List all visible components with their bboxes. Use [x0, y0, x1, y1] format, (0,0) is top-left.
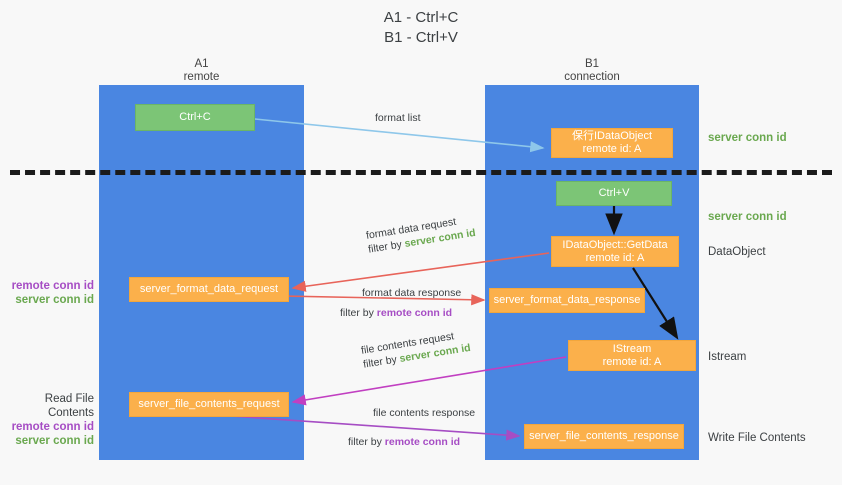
filter-prefix: filter by [340, 307, 377, 319]
phase-divider [10, 170, 832, 175]
node-ctrl-c[interactable]: Ctrl+C [135, 104, 255, 131]
left-label-format-server: server conn id [15, 294, 94, 306]
lane-a1-name: A1 [194, 58, 209, 70]
node-ctrl-c-label: Ctrl+C [179, 111, 211, 123]
left-label-read-file-contents: Read File Contents [44, 393, 94, 419]
node-get-data-sub: remote id: A [585, 251, 645, 264]
node-ctrl-v[interactable]: Ctrl+V [556, 181, 672, 206]
side-label-istream: Istream [708, 351, 747, 363]
lane-a1-role: remote [183, 71, 220, 83]
side-label-data-object: DataObject [708, 246, 766, 258]
node-server-format-data-request[interactable]: server_format_data_request [129, 277, 289, 302]
title-line-2: B1 - Ctrl+V [384, 29, 458, 46]
diagram-title: A1 - Ctrl+C B1 - Ctrl+V [0, 8, 842, 48]
left-label-read-file-contents-group: Read File Contents remote conn id server… [2, 392, 94, 448]
edge-label-format-data-response-filter: filter by remote conn id [340, 306, 452, 320]
filter-key-remote-conn-id: remote conn id [376, 307, 453, 319]
node-server-format-data-response-label: server_format_data_response [493, 294, 641, 306]
edge-label-format-data-response: format data response [362, 287, 462, 299]
title-line-1: A1 - Ctrl+C [383, 9, 459, 26]
edge-label-format-data-request: format data request filter by server con… [365, 212, 477, 257]
edge-label-file-contents-response: file contents response [373, 407, 476, 419]
side-label-write-file-contents: Write File Contents [708, 432, 806, 444]
node-get-data[interactable]: IDataObject::GetData remote id: A [551, 236, 679, 267]
node-istream-sub: remote id: A [602, 355, 662, 368]
node-server-file-contents-response[interactable]: server_file_contents_response [524, 424, 684, 449]
edge-label-format-list: format list [375, 112, 421, 124]
node-server-file-contents-response-label: server_file_contents_response [529, 430, 679, 442]
lane-a1-header: A1 remote [99, 58, 304, 84]
node-istream-label: IStream [612, 342, 652, 355]
filter-prefix: filter by [348, 436, 385, 448]
node-server-format-data-request-label: server_format_data_request [139, 283, 279, 295]
node-server-file-contents-request[interactable]: server_file_contents_request [129, 392, 289, 417]
side-label-server-conn-id-mid: server conn id [708, 211, 787, 223]
side-label-server-conn-id-top: server conn id [708, 132, 787, 144]
lane-b1-role: connection [564, 71, 620, 83]
left-label-file-server: server conn id [15, 435, 94, 447]
node-get-data-label: IDataObject::GetData [562, 238, 668, 251]
node-data-object[interactable]: 保行IDataObject remote id: A [551, 128, 673, 158]
filter-key-remote-conn-id: remote conn id [384, 436, 461, 448]
node-istream[interactable]: IStream remote id: A [568, 340, 696, 371]
lane-b1-header: B1 connection [485, 58, 699, 84]
lane-b1-name: B1 [584, 58, 600, 70]
node-server-file-contents-request-label: server_file_contents_request [138, 398, 280, 410]
node-server-format-data-response[interactable]: server_format_data_response [489, 288, 645, 313]
node-ctrl-v-label: Ctrl+V [598, 187, 630, 199]
node-data-object-label: 保行IDataObject [571, 130, 653, 142]
left-label-format-remote: remote conn id [11, 280, 94, 292]
edge-label-file-contents-response-filter: filter by remote conn id [348, 435, 460, 449]
left-label-file-remote: remote conn id [11, 421, 94, 433]
node-data-object-sub: remote id: A [582, 143, 642, 155]
left-label-format-keys: remote conn id server conn id [2, 279, 94, 307]
edge-label-file-contents-request: file contents request filter by server c… [360, 327, 472, 372]
